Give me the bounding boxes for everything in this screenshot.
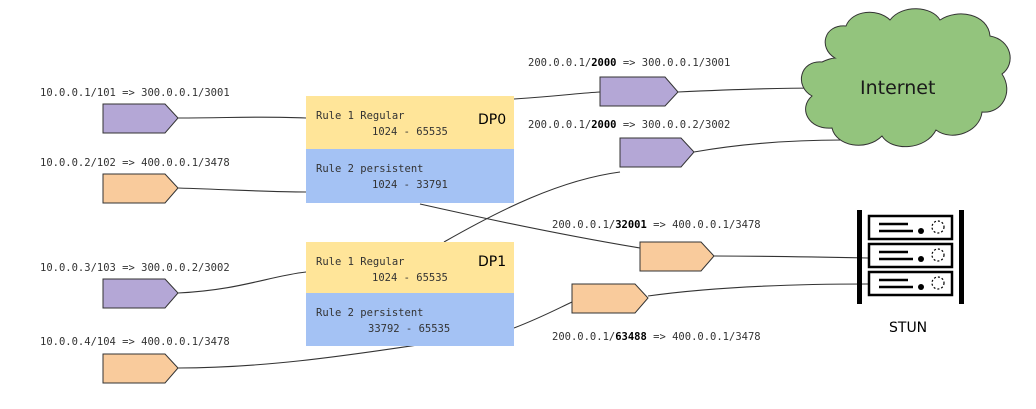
source-packet-3 <box>102 278 179 309</box>
dp0-rule1-box <box>306 96 514 149</box>
translated-packet-2 <box>619 137 695 168</box>
translation-label-3: 200.0.0.1/32001 => 400.0.0.1/3478 <box>552 219 761 231</box>
translated-packet-4 <box>571 283 649 314</box>
dp1-rule2-range: 33792 - 65535 <box>368 323 450 335</box>
dp0-rule1-title: Rule 1 Regular <box>316 110 405 122</box>
server-rack-icon <box>857 210 964 304</box>
dp0-name: DP0 <box>478 112 506 128</box>
line-src2-dp0 <box>177 187 307 193</box>
translated-packet-1 <box>599 76 679 107</box>
translated-packet-3 <box>639 241 715 272</box>
line-src1-dp0 <box>177 116 307 119</box>
dataplane-dp0: Rule 1 Regular 1024 - 65535 Rule 2 persi… <box>306 96 514 203</box>
dp0-rule2-range: 1024 - 33791 <box>372 179 448 191</box>
source-label-3: 10.0.0.3/103 => 300.0.0.2/3002 <box>40 262 230 274</box>
dp1-rule1-title: Rule 1 Regular <box>316 256 405 268</box>
source-packet-1 <box>102 103 179 134</box>
source-label-4: 10.0.0.4/104 => 400.0.0.1/3478 <box>40 336 230 348</box>
dp1-rule1-range: 1024 - 65535 <box>372 272 448 284</box>
dp1-rule1-box <box>306 242 514 293</box>
source-label-2: 10.0.0.2/102 => 400.0.0.1/3478 <box>40 157 230 169</box>
translation-label-4: 200.0.0.1/63488 => 400.0.0.1/3478 <box>552 331 761 343</box>
line-trans3-stun <box>713 255 869 259</box>
dp1-rule2-title: Rule 2 persistent <box>316 307 423 319</box>
dp1-rule2-box <box>306 293 514 346</box>
stun-server: STUN <box>857 210 964 336</box>
line-dp0-trans1 <box>513 91 601 100</box>
line-dp1-trans4 <box>513 301 573 329</box>
source-packet-4 <box>102 353 179 384</box>
line-dp1-trans2 <box>443 171 621 243</box>
cloud-icon <box>801 8 1011 148</box>
source-label-1: 10.0.0.1/101 => 300.0.0.1/3001 <box>40 87 230 99</box>
line-trans4-stun <box>647 283 869 297</box>
translation-label-1: 200.0.0.1/2000 => 300.0.0.1/3001 <box>528 57 730 69</box>
dataplane-dp1: Rule 1 Regular 1024 - 65535 Rule 2 persi… <box>306 242 514 346</box>
dp0-rule2-title: Rule 2 persistent <box>316 163 423 175</box>
source-packet-2 <box>102 173 179 204</box>
line-src3-dp1 <box>177 271 307 294</box>
internet-cloud: Internet <box>801 8 1011 148</box>
line-trans2-internet <box>693 139 843 153</box>
translation-label-2: 200.0.0.1/2000 => 300.0.0.2/3002 <box>528 119 730 131</box>
dp1-name: DP1 <box>478 254 506 270</box>
stun-label: STUN <box>889 320 927 336</box>
dp0-rule2-box <box>306 149 514 203</box>
connection-lines <box>177 87 869 369</box>
internet-label: Internet <box>860 77 935 99</box>
line-trans1-internet <box>677 87 819 93</box>
dp0-rule1-range: 1024 - 65535 <box>372 126 448 138</box>
line-dp0-trans3 <box>419 203 641 249</box>
